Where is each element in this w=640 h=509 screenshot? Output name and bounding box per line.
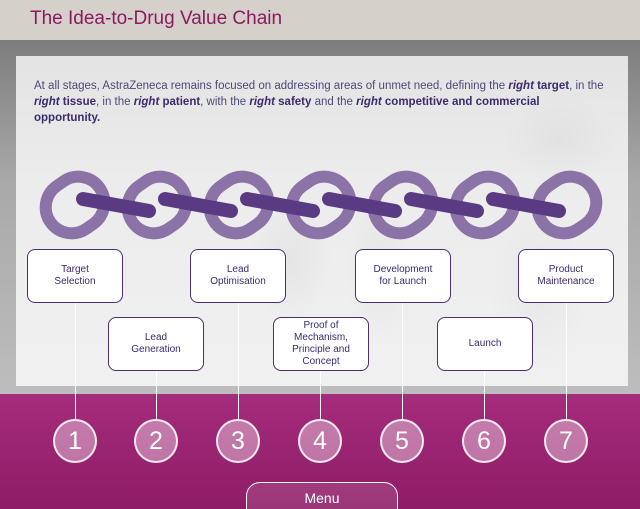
connector-line (238, 303, 239, 419)
stage-number-2-button[interactable]: 2 (134, 419, 178, 463)
stage-number-text: 7 (559, 427, 573, 456)
stage-number-5-button[interactable]: 5 (380, 419, 424, 463)
chain-bar (165, 199, 231, 211)
intro-bold: safety (275, 96, 311, 108)
stage-number-7-button[interactable]: 7 (544, 419, 588, 463)
stage-number-text: 3 (231, 427, 245, 456)
connector-line (320, 371, 321, 419)
stage-number-4-button[interactable]: 4 (298, 419, 342, 463)
stage-number-6-button[interactable]: 6 (462, 419, 506, 463)
chain-bar (329, 199, 395, 211)
connector-line (566, 303, 567, 419)
intro-segment: , in the (569, 80, 604, 92)
intro-text: At all stages, AstraZeneca remains focus… (34, 78, 604, 126)
stage-number-1-button[interactable]: 1 (53, 419, 97, 463)
chain-bar (493, 199, 559, 211)
header-bar: The Idea-to-Drug Value Chain (0, 0, 640, 40)
stage-launch[interactable]: Launch (437, 317, 533, 371)
intro-bold: tissue (60, 96, 96, 108)
connector-line (402, 303, 403, 419)
intro-emphasis: right (356, 96, 382, 108)
connector-line (156, 371, 157, 419)
intro-bold: target (534, 80, 569, 92)
intro-segment: At all stages, AstraZeneca remains focus… (34, 80, 508, 92)
stage-number-text: 4 (313, 427, 327, 456)
connector-line (484, 371, 485, 419)
intro-segment: and the (311, 96, 356, 108)
intro-bold: patient (159, 96, 200, 108)
stage-number-text: 5 (395, 427, 409, 456)
menu-button[interactable]: Menu (246, 482, 398, 509)
chain-bar (411, 199, 477, 211)
chain-bar (83, 199, 149, 211)
intro-segment: , with the (200, 96, 249, 108)
stage-number-text: 1 (68, 427, 82, 456)
connector-line (75, 303, 76, 419)
intro-emphasis: right (249, 96, 275, 108)
menu-label: Menu (304, 490, 339, 506)
stage-number-text: 6 (477, 427, 491, 456)
intro-emphasis: right (508, 80, 534, 92)
stage-number-3-button[interactable]: 3 (216, 419, 260, 463)
page-title: The Idea-to-Drug Value Chain (30, 8, 282, 30)
chain-bar (247, 199, 313, 211)
intro-emphasis: right (34, 96, 60, 108)
intro-emphasis: right (134, 96, 160, 108)
stage-label: Launch (469, 338, 502, 350)
chain-links-graphic (0, 165, 640, 245)
stage-number-text: 2 (149, 427, 163, 456)
intro-segment: , in the (96, 96, 134, 108)
